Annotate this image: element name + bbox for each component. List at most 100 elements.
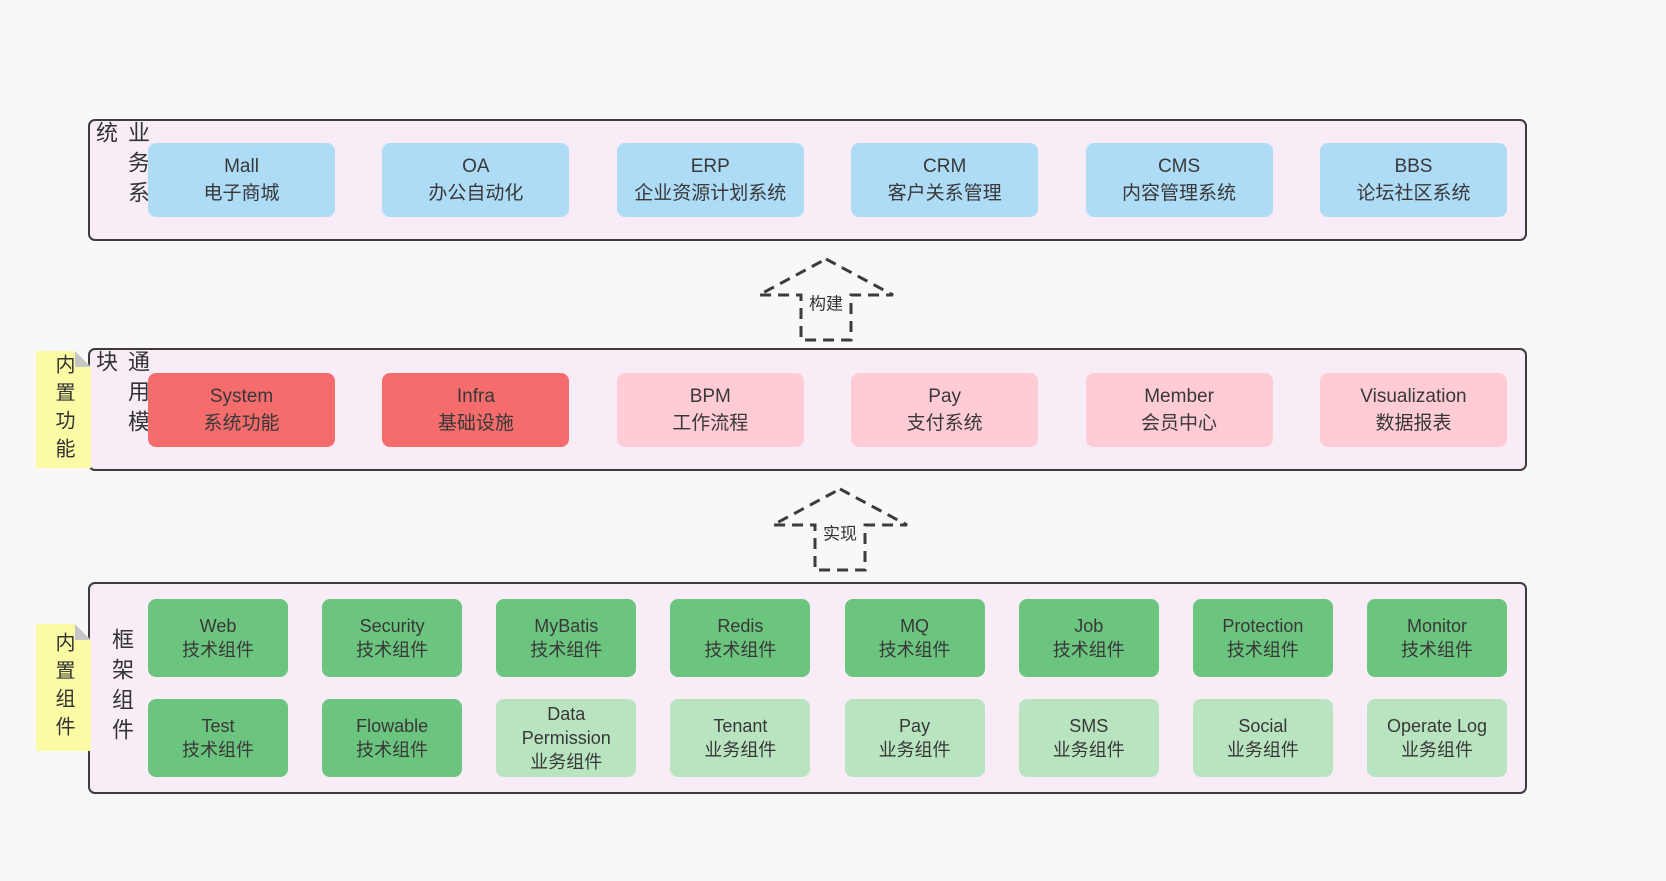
node-title: Visualization bbox=[1360, 385, 1467, 407]
node-subtitle: 业务组件 bbox=[1226, 740, 1299, 760]
node-title: Operate Log bbox=[1386, 716, 1488, 736]
node-flowable: Flowable 技术组件 bbox=[322, 699, 463, 777]
layer-label-business: 业务系统 bbox=[93, 121, 150, 211]
node-job: Job 技术组件 bbox=[1018, 599, 1159, 677]
node-title: Social bbox=[1238, 716, 1288, 736]
build-arrow-icon: 构建 bbox=[756, 256, 896, 344]
node-oa: OA 办公自动化 bbox=[382, 143, 570, 217]
node-title: Job bbox=[1074, 616, 1104, 636]
node-title: System bbox=[209, 385, 274, 407]
node-visualization: Visualization 数据报表 bbox=[1319, 372, 1507, 447]
node-title: Pay bbox=[899, 716, 931, 736]
node-redis: Redis 技术组件 bbox=[670, 599, 811, 677]
node-title: Infra bbox=[456, 385, 495, 407]
node-title: Test bbox=[201, 716, 235, 736]
node-title: Security bbox=[359, 616, 425, 636]
implement-arrow-icon: 实现 bbox=[770, 486, 910, 574]
node-title: MQ bbox=[900, 616, 930, 636]
node-crm: CRM 客户关系管理 bbox=[851, 143, 1039, 217]
node-title: ERP bbox=[690, 156, 730, 177]
node-monitor: Monitor 技术组件 bbox=[1366, 599, 1507, 677]
node-mybatis: MyBatis 技术组件 bbox=[496, 599, 637, 677]
node-title: Pay bbox=[928, 385, 962, 407]
node-subtitle: 业务组件 bbox=[878, 740, 951, 760]
node-subtitle: 技术组件 bbox=[704, 640, 777, 660]
node-protection: Protection 技术组件 bbox=[1192, 599, 1333, 677]
node-bpm: BPM 工作流程 bbox=[616, 372, 804, 447]
node-infra: Infra 基础设施 bbox=[382, 372, 570, 447]
node-title: BPM bbox=[689, 385, 731, 407]
node-cms: CMS 内容管理系统 bbox=[1085, 143, 1273, 217]
node-subtitle: 业务组件 bbox=[1400, 740, 1473, 760]
node-subtitle: 论坛社区系统 bbox=[1356, 183, 1471, 204]
node-subtitle: 办公自动化 bbox=[428, 183, 524, 204]
node-sms: SMS 业务组件 bbox=[1018, 699, 1159, 777]
node-bbs: BBS 论坛社区系统 bbox=[1319, 143, 1507, 217]
sticky-note-label: 内置功能 bbox=[52, 353, 74, 466]
node-social: Social 业务组件 bbox=[1192, 699, 1333, 777]
node-operate-log: Operate Log 业务组件 bbox=[1366, 699, 1507, 777]
node-erp: ERP 企业资源计划系统 bbox=[616, 143, 804, 217]
node-title: CMS bbox=[1157, 156, 1201, 177]
node-title: MyBatis bbox=[534, 616, 599, 636]
node-subtitle: 企业资源计划系统 bbox=[634, 183, 787, 204]
framework-row-1: Web 技术组件 Security 技术组件 MyBatis 技术组件 Redi… bbox=[148, 599, 1507, 677]
node-subtitle: 技术组件 bbox=[1226, 640, 1299, 660]
node-title: SMS bbox=[1069, 716, 1109, 736]
node-title: Web bbox=[199, 616, 237, 636]
module-boxes: System 系统功能 Infra 基础设施 BPM 工作流程 Pay 支付系统… bbox=[148, 350, 1525, 469]
node-title: Member bbox=[1144, 385, 1214, 407]
node-title: Tenant bbox=[713, 716, 768, 736]
node-subtitle: 支付系统 bbox=[906, 412, 983, 434]
node-subtitle: 工作流程 bbox=[672, 412, 749, 434]
node-subtitle: 技术组件 bbox=[182, 640, 254, 660]
business-boxes: Mall 电子商城 OA 办公自动化 ERP 企业资源计划系统 CRM 客户关系… bbox=[148, 121, 1525, 239]
layer-business-systems: 业务系统 Mall 电子商城 OA 办公自动化 ERP 企业资源计划系统 CRM… bbox=[88, 119, 1527, 241]
layer-framework-components: 框架组件 Web 技术组件 Security 技术组件 MyBatis 技术组件… bbox=[88, 582, 1527, 794]
framework-row-2: Test 技术组件 Flowable 技术组件 Data Permission … bbox=[148, 699, 1507, 777]
node-subtitle: 内容管理系统 bbox=[1122, 183, 1237, 204]
build-arrow-label: 构建 bbox=[806, 289, 846, 315]
node-subtitle: 业务组件 bbox=[1052, 740, 1125, 760]
node-subtitle: 技术组件 bbox=[356, 740, 429, 760]
node-pay-system: Pay 支付系统 bbox=[851, 372, 1039, 447]
node-title: Protection bbox=[1222, 616, 1304, 636]
node-subtitle: 业务组件 bbox=[704, 740, 777, 760]
framework-boxes: Web 技术组件 Security 技术组件 MyBatis 技术组件 Redi… bbox=[148, 584, 1525, 792]
node-subtitle: 电子商城 bbox=[203, 183, 280, 204]
node-title: Monitor bbox=[1406, 616, 1467, 636]
node-subtitle: 技术组件 bbox=[878, 640, 951, 660]
node-security: Security 技术组件 bbox=[322, 599, 463, 677]
sticky-note-label: 内置组件 bbox=[52, 631, 74, 744]
node-subtitle: 会员中心 bbox=[1141, 412, 1218, 434]
layer-label-modules: 通用模块 bbox=[93, 350, 150, 440]
node-data-permission: Data Permission 业务组件 bbox=[496, 699, 637, 777]
node-subtitle: 数据报表 bbox=[1375, 412, 1452, 434]
node-subtitle: 技术组件 bbox=[356, 640, 429, 660]
layer-common-modules: 通用模块 System 系统功能 Infra 基础设施 BPM 工作流程 Pay… bbox=[88, 348, 1527, 471]
node-title: OA bbox=[462, 156, 490, 177]
node-pay-component: Pay 业务组件 bbox=[844, 699, 985, 777]
node-mall: Mall 电子商城 bbox=[148, 143, 335, 217]
node-mq: MQ 技术组件 bbox=[844, 599, 985, 677]
node-title: Redis bbox=[717, 616, 764, 636]
node-title: CRM bbox=[923, 156, 967, 177]
node-title: Data Permission bbox=[521, 704, 611, 748]
sticky-note-builtin-functions: 内置功能 bbox=[36, 351, 91, 468]
layer-label-framework: 框架组件 bbox=[109, 628, 134, 748]
implement-arrow-label: 实现 bbox=[820, 519, 860, 545]
node-subtitle: 客户关系管理 bbox=[887, 183, 1002, 204]
sticky-note-builtin-components: 内置组件 bbox=[36, 624, 91, 751]
node-tenant: Tenant 业务组件 bbox=[670, 699, 811, 777]
node-subtitle: 技术组件 bbox=[182, 740, 254, 760]
node-subtitle: 系统功能 bbox=[203, 412, 280, 434]
node-member: Member 会员中心 bbox=[1085, 372, 1273, 447]
node-subtitle: 业务组件 bbox=[530, 752, 603, 772]
node-title: BBS bbox=[1394, 156, 1433, 177]
node-subtitle: 技术组件 bbox=[530, 640, 603, 660]
node-test: Test 技术组件 bbox=[148, 699, 288, 777]
node-title: Mall bbox=[224, 156, 259, 177]
node-subtitle: 技术组件 bbox=[1052, 640, 1125, 660]
node-web: Web 技术组件 bbox=[148, 599, 288, 677]
